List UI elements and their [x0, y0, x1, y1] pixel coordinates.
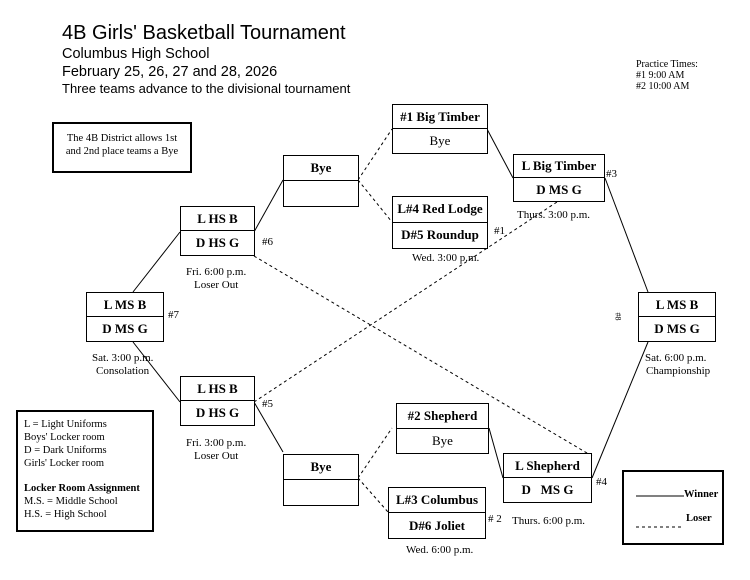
game-5-top-team: L HS B [181, 377, 254, 401]
connector-line [253, 401, 284, 453]
game-2-box: #2 Shepherd Bye [396, 403, 489, 454]
consolation-box: L MS B D MS G [86, 292, 164, 342]
legend-girls-room: Girls' Locker room [24, 458, 105, 469]
connector-line [132, 231, 181, 293]
game-3-time: Thurs. 3:00 p.m. [517, 209, 591, 221]
championship-box: L MS B D MS G [638, 292, 716, 342]
wed-game-1-top-team: L#4 Red Lodge [393, 197, 487, 223]
bye-note-line2: and 2nd place teams a Bye [65, 146, 179, 157]
practice-time-1: #1 9:00 AM [636, 70, 685, 81]
legend-high-school: H.S. = High School [24, 509, 107, 520]
bye-note-box: The 4B District allows 1st and 2nd place… [52, 122, 192, 173]
game-5-note: Loser Out [194, 450, 239, 462]
consolation-top-team: L MS B [87, 293, 163, 317]
legend-loser: Loser [686, 513, 712, 524]
line-legend-box: Winner Loser [622, 470, 724, 545]
game-label-4: #4 [596, 476, 607, 488]
game-label-8: #8 [613, 312, 623, 321]
game-1-bottom-team: Bye [429, 133, 451, 148]
wed-game-1-time: Wed. 3:00 p.m. [412, 252, 480, 264]
game-6-box: L HS B D HS G [180, 206, 255, 256]
connector-line [488, 427, 504, 479]
game-5-time: Fri. 3:00 p.m. [186, 437, 247, 449]
game-1-box: #1 Big Timber Bye [392, 104, 488, 154]
connector-line [132, 341, 181, 403]
loser-line [357, 427, 393, 479]
loser-line [253, 199, 561, 403]
game-4-time: Thurs. 6:00 p.m. [512, 515, 586, 527]
championship-label: Championship [646, 365, 711, 377]
top-bye-label: Bye [284, 156, 358, 181]
connector-line [591, 341, 649, 479]
game-3-box: L Big Timber D MS G [513, 154, 605, 202]
uniform-legend-box: L = Light Uniforms Boys' Locker room D =… [16, 410, 154, 532]
game-4-box: L Shepherd D MS G [503, 453, 592, 503]
game-5-bottom-team: D HS G [195, 405, 240, 420]
school-name: Columbus High School [62, 46, 210, 62]
wed-game-1-box: L#4 Red Lodge D#5 Roundup [392, 196, 488, 249]
game-label-6: #6 [262, 236, 273, 248]
game-label-5: #5 [262, 398, 273, 410]
legend-boys-room: Boys' Locker room [24, 432, 105, 443]
wed-game-2-time: Wed. 6:00 p.m. [406, 544, 474, 556]
bottom-bye-label: Bye [284, 455, 358, 480]
wed-game-1-bottom-team: D#5 Roundup [401, 227, 479, 243]
advance-note: Three teams advance to the divisional to… [62, 81, 351, 96]
loser-line [357, 477, 389, 513]
wed-game-2-box: L#3 Columbus D#6 Joliet [388, 487, 486, 539]
connector-line [486, 128, 514, 179]
championship-top-team: L MS B [639, 293, 715, 317]
game-6-bottom-team: D HS G [195, 235, 240, 250]
championship-time: Sat. 6:00 p.m. [645, 352, 707, 364]
page-title: 4B Girls' Basketball Tournament [62, 22, 346, 44]
consolation-time: Sat. 3:00 p.m. [92, 352, 154, 364]
game-3-top-team: L Big Timber [514, 155, 604, 178]
game-6-top-team: L HS B [181, 207, 254, 231]
game-4-top-team: L Shepherd [504, 454, 591, 478]
tournament-dates: February 25, 26, 27 and 28, 2026 [62, 64, 278, 80]
game-5-box: L HS B D HS G [180, 376, 255, 426]
game-6-note: Loser Out [194, 279, 239, 291]
legend-middle-school: M.S. = Middle School [24, 496, 118, 507]
bye-note-line1: The 4B District allows 1st [66, 133, 178, 144]
game-label-2: # 2 [488, 513, 502, 525]
consolation-bottom-team: D MS G [102, 321, 148, 336]
game-3-bottom-team: D MS G [536, 181, 582, 197]
loser-line [357, 179, 393, 223]
bottom-bye-box: Bye [283, 454, 359, 506]
game-6-time: Fri. 6:00 p.m. [186, 266, 247, 278]
wed-game-2-top-team: L#3 Columbus [389, 488, 485, 513]
game-label-1: #1 [494, 225, 505, 237]
consolation-label: Consolation [96, 365, 150, 377]
legend-winner: Winner [684, 489, 719, 500]
line-legend-samples [636, 495, 684, 528]
game-4-bottom-team: D MS G [521, 482, 574, 497]
top-bye-box: Bye [283, 155, 359, 207]
wed-game-2-bottom-team: D#6 Joliet [409, 517, 465, 533]
bottom-bye-empty [284, 480, 358, 505]
legend-dark: D = Dark Uniforms [24, 445, 107, 456]
legend-locker-title: Locker Room Assignment [24, 483, 140, 494]
practice-time-2: #2 10:00 AM [636, 81, 690, 92]
legend-light: L = Light Uniforms [24, 419, 107, 430]
game-2-top-team: #2 Shepherd [397, 404, 488, 429]
loser-line [357, 128, 393, 181]
connector-line [253, 179, 284, 233]
championship-bottom-team: D MS G [654, 321, 700, 336]
game-2-bottom-team: Bye [432, 432, 453, 448]
game-label-7: #7 [168, 309, 179, 321]
top-bye-empty [284, 181, 358, 206]
game-label-3: #3 [606, 168, 617, 180]
game-1-top-team: #1 Big Timber [393, 105, 487, 129]
practice-title: Practice Times: [636, 59, 698, 70]
connector-line [604, 177, 649, 293]
